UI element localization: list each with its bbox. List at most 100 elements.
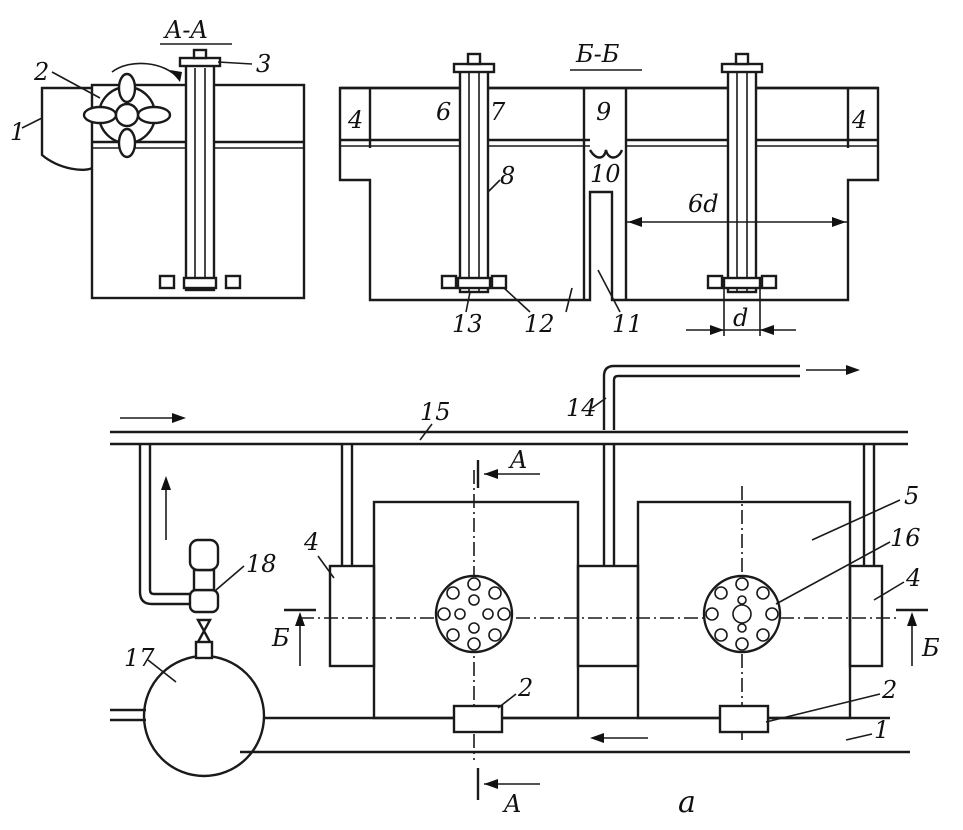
shaft-bb-right-cap [734, 52, 750, 66]
cut-b-right-label: Б [921, 634, 940, 662]
section-aa-view: A-A 1 2 3 [10, 16, 306, 300]
impeller-right-blade-2 [760, 274, 778, 290]
motor-18 [188, 538, 220, 572]
leader-2-plan-right [765, 693, 881, 723]
dim-d-arrow-right [760, 325, 774, 335]
coupling [195, 618, 213, 643]
label-11: 11 [612, 310, 643, 338]
leader-1-plan [845, 733, 873, 741]
leader-14 [591, 397, 607, 409]
valve-cell-1 [452, 704, 504, 734]
feed-flow-arrowhead [590, 733, 604, 743]
air-flow-arrowhead [172, 413, 186, 423]
stator-cell-2 [702, 574, 782, 654]
section-bb-title: Б-Б [575, 40, 620, 68]
label-9: 9 [596, 98, 611, 126]
leader-2-plan-left [497, 693, 517, 709]
plan-view: A A Б Б 15 14 4 4 5 16 18 17 2 2 1 [110, 364, 940, 820]
shaft-aa [184, 63, 216, 292]
label-7: 7 [490, 98, 506, 126]
valve-handwheel [82, 72, 172, 159]
leader-4-plan-right [873, 581, 905, 601]
label-4-plan-left: 4 [303, 528, 319, 556]
orifice-10 [588, 149, 624, 159]
pump-17 [142, 654, 266, 778]
label-4-plan-right: 4 [905, 564, 921, 592]
leader-18 [215, 565, 245, 591]
leader-15 [419, 423, 433, 441]
label-2-aa: 2 [33, 58, 49, 86]
label-16: 16 [890, 524, 921, 552]
up-flow-arrowhead [161, 476, 171, 490]
shaft-bb-right [726, 68, 758, 294]
leader-12-b [565, 287, 573, 313]
blower-line-inner [148, 444, 196, 596]
cut-b-left-arrowhead [295, 612, 305, 626]
leader-8 [487, 179, 501, 193]
froth-outlet-pipe-inner [612, 374, 800, 430]
leader-4-plan-left [317, 555, 335, 579]
cut-b-left-label: Б [271, 624, 290, 652]
label-2-plan-left: 2 [517, 674, 533, 702]
leader-11 [597, 269, 621, 313]
impeller-right-blade-1 [706, 274, 724, 290]
label-12: 12 [524, 310, 555, 338]
label-6: 6 [436, 98, 451, 126]
side-pocket-right-plan [848, 564, 884, 668]
label-4-bb-right: 4 [851, 106, 867, 134]
shaft-bb-left-cap [466, 52, 482, 66]
label-8: 8 [500, 162, 515, 190]
side-pocket-left-plan [328, 564, 376, 668]
dim-d-arrow-left [710, 325, 724, 335]
cut-a-bottom-arrowhead [484, 779, 498, 789]
section-aa-title: A-A [163, 16, 208, 44]
middle-pocket-plan [576, 564, 640, 668]
impeller-left-blade-1 [440, 274, 458, 290]
pump-neck [194, 640, 214, 660]
rotation-arrowhead [170, 70, 182, 82]
label-14: 14 [566, 394, 597, 422]
dim-6d-label: 6d [688, 190, 719, 218]
blower-line-outer [138, 444, 196, 606]
shaft-aa-head [178, 56, 222, 68]
label-18: 18 [246, 550, 277, 578]
cut-b-right-arrowhead [907, 612, 917, 626]
leader-17 [147, 659, 177, 683]
label-5: 5 [904, 482, 919, 510]
leader-16 [775, 541, 891, 605]
label-10: 10 [590, 160, 621, 188]
label-4-bb-left: 4 [347, 106, 363, 134]
leader-12 [503, 287, 531, 313]
label-2-plan-right: 2 [881, 676, 897, 704]
impeller-blade-aa-1 [158, 274, 176, 290]
leader-3 [217, 61, 253, 65]
label-1-plan: 1 [874, 716, 889, 744]
panel-letter: а [678, 785, 696, 820]
leader-5 [811, 499, 901, 541]
motor-body-lower [188, 588, 220, 614]
leader-13 [465, 291, 471, 313]
cut-a-top-arrowhead [484, 469, 498, 479]
impeller-left-blade-2 [490, 274, 508, 290]
cut-a-top-label: A [508, 446, 527, 474]
impeller-hub-aa [182, 276, 218, 290]
label-3: 3 [256, 50, 271, 78]
impeller-right-hub [722, 276, 762, 290]
leader-1-aa [21, 117, 43, 129]
label-15: 15 [420, 398, 451, 426]
tank-bb [338, 86, 880, 302]
froth-flow-arrowhead [846, 365, 860, 375]
label-13: 13 [452, 310, 483, 338]
leader-2-aa [51, 71, 101, 99]
valve-cell-2 [718, 704, 770, 734]
impeller-left-hub [456, 276, 492, 290]
dim-d-label: d [733, 304, 748, 332]
shaft-aa-cap [192, 48, 208, 60]
cut-a-bottom-label: A [502, 790, 521, 818]
motor-body-mid [192, 568, 216, 592]
section-bb-view: Б-Б [338, 40, 880, 338]
dim-6d-arrow-right [832, 217, 846, 227]
label-1-aa: 1 [10, 118, 25, 146]
stator-cell-1 [434, 574, 514, 654]
